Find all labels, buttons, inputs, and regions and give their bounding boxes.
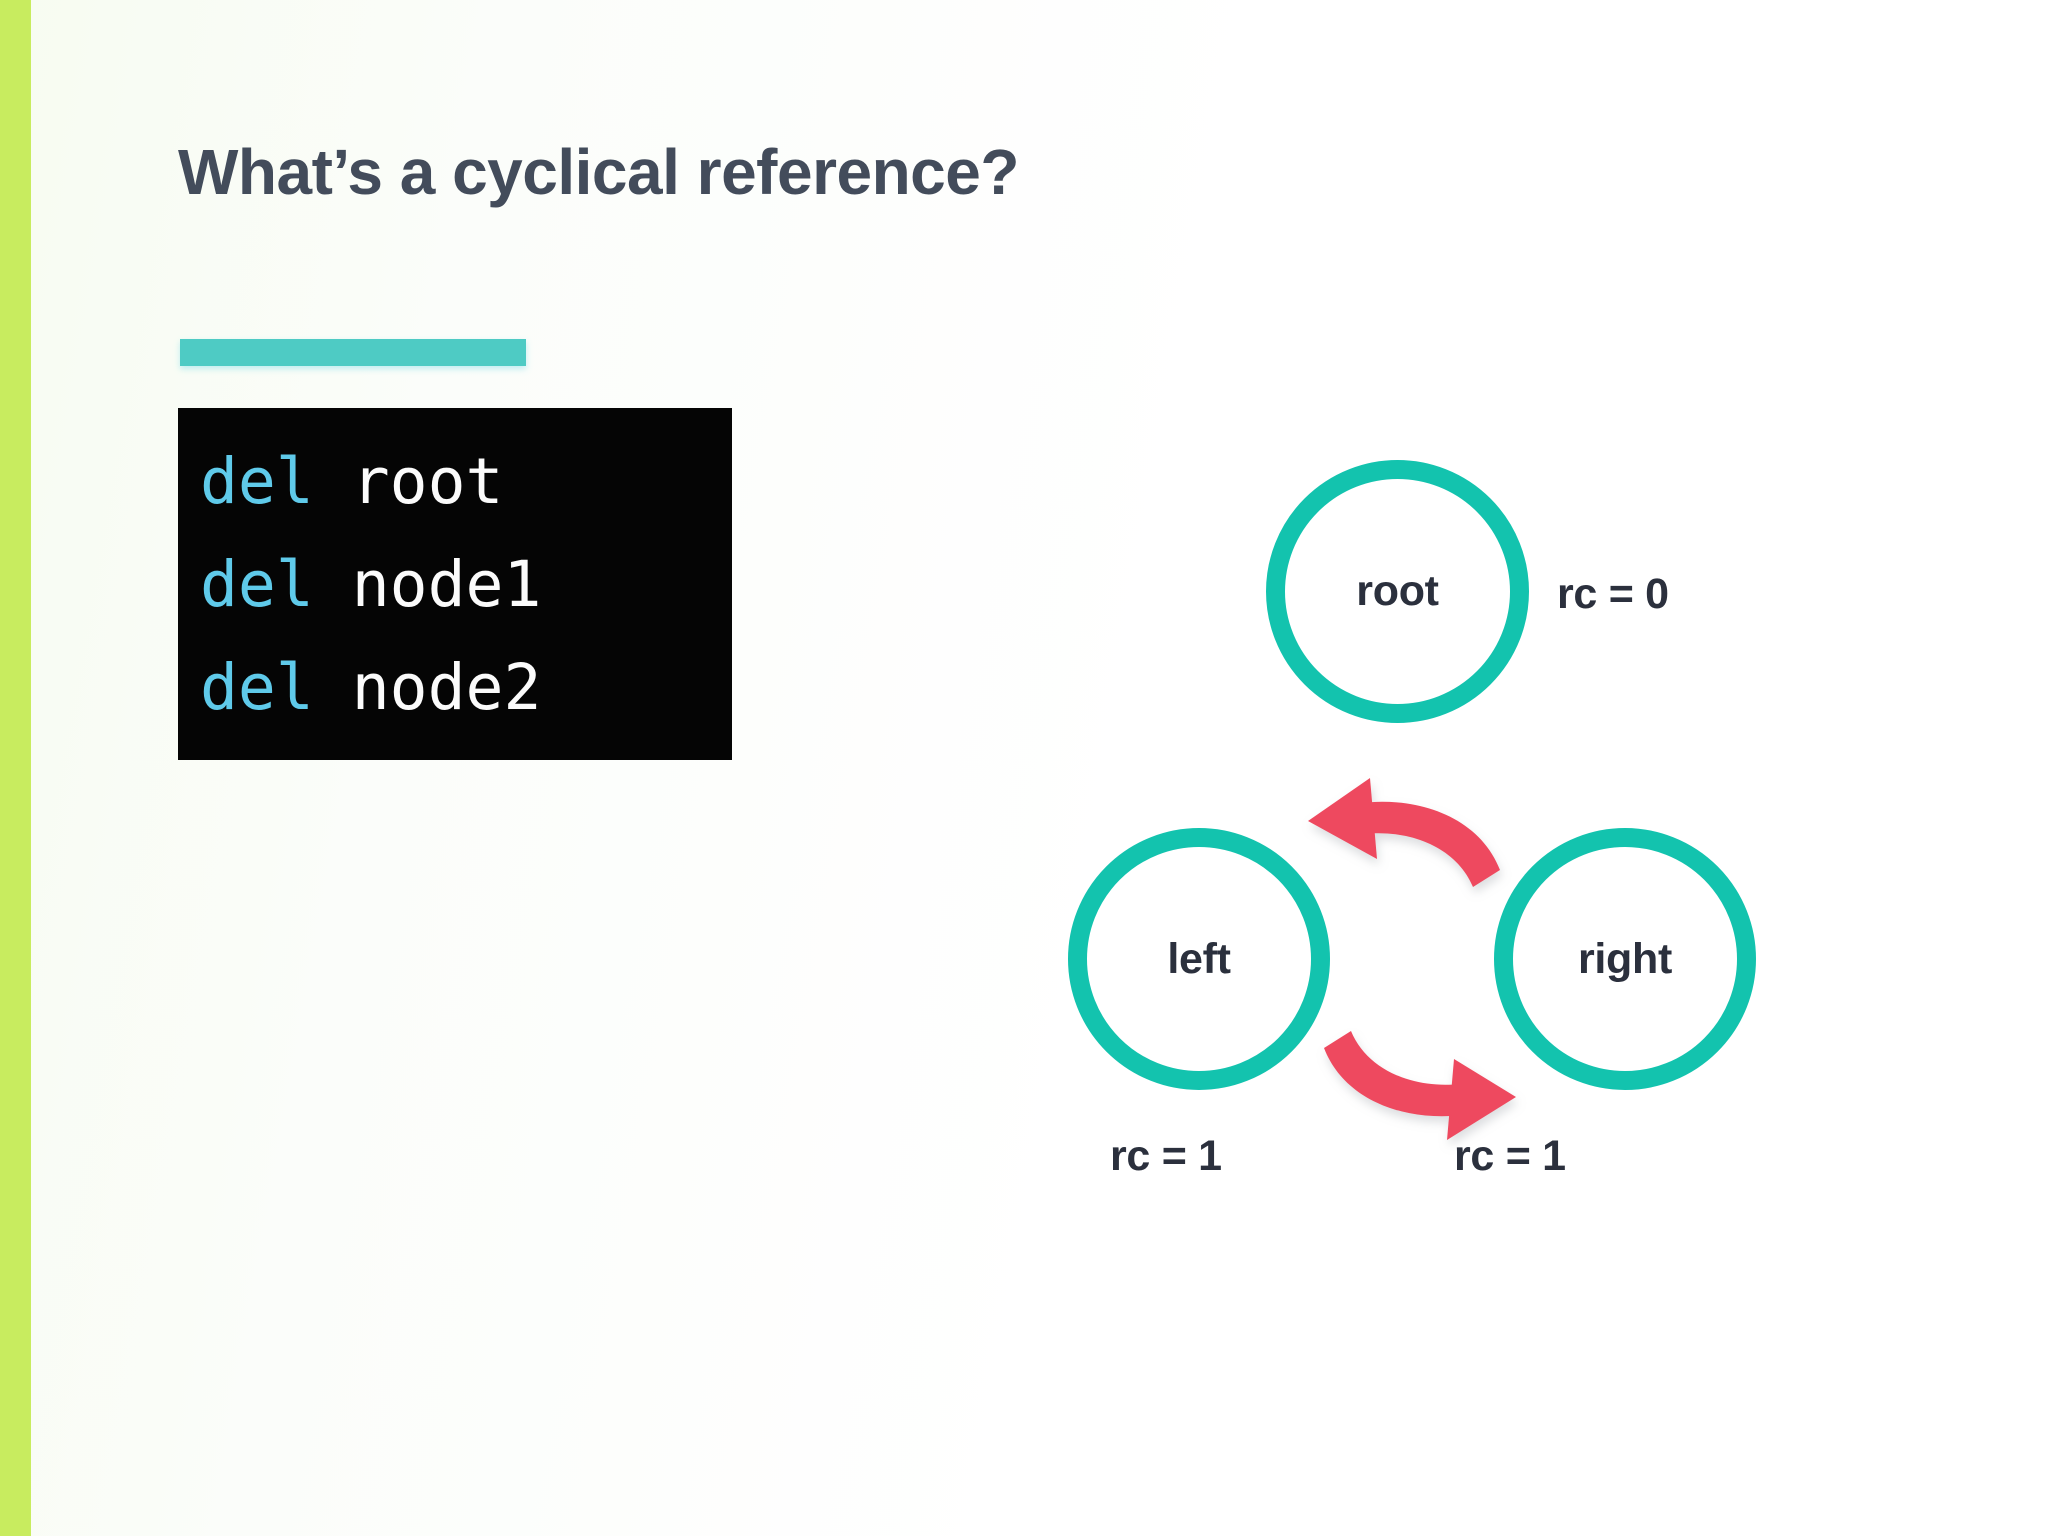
left-edge-accent-bar bbox=[0, 0, 31, 1536]
reference-cycle-diagram: root rc = 0 left rc = 1 right rc = 1 bbox=[1030, 420, 1930, 1220]
code-block: del root del node1 del node2 bbox=[178, 408, 732, 760]
arrow-left-to-right bbox=[1324, 1031, 1516, 1140]
node-root[interactable]: root bbox=[1266, 460, 1529, 723]
node-right-refcount: rc = 1 bbox=[1454, 1132, 1566, 1180]
code-line: del node2 bbox=[200, 636, 732, 739]
node-left[interactable]: left bbox=[1068, 828, 1330, 1090]
node-root-refcount: rc = 0 bbox=[1557, 570, 1669, 618]
code-keyword: del bbox=[200, 445, 314, 518]
node-root-label: root bbox=[1356, 567, 1439, 615]
node-right-label: right bbox=[1577, 934, 1673, 983]
code-keyword: del bbox=[200, 548, 314, 621]
title-accent-underline-bar bbox=[180, 339, 526, 366]
node-right[interactable]: right bbox=[1494, 828, 1756, 1090]
code-argument: node1 bbox=[313, 548, 542, 621]
node-left-refcount: rc = 1 bbox=[1110, 1132, 1222, 1180]
cycle-arrows-group bbox=[1308, 778, 1516, 1140]
code-argument: node2 bbox=[313, 651, 542, 724]
arrow-right-to-left bbox=[1308, 778, 1500, 887]
code-line: del root bbox=[200, 430, 732, 533]
node-left-label: left bbox=[1167, 934, 1231, 983]
page-title: What’s a cyclical reference? bbox=[178, 136, 1019, 208]
code-argument: root bbox=[313, 445, 504, 518]
code-line: del node1 bbox=[200, 533, 732, 636]
code-keyword: del bbox=[200, 651, 314, 724]
